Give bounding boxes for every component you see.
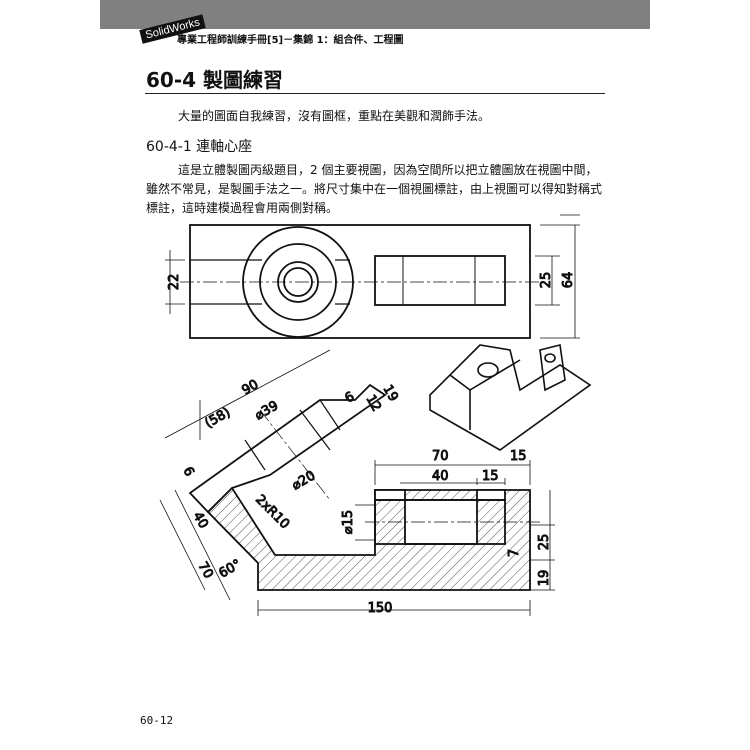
dim-12: 12 <box>363 393 384 415</box>
dim-40-front: 40 <box>432 469 449 484</box>
dim-25-front: 25 <box>537 534 552 551</box>
auxiliary-view <box>159 349 387 601</box>
dim-19: 19 <box>380 383 401 405</box>
dim-70: 70 <box>195 560 216 582</box>
dim-58: (58) <box>203 405 234 431</box>
title-rule <box>145 93 605 94</box>
section-title: 60-4 製圖練習 <box>146 68 284 92</box>
dim-19-front: 19 <box>537 570 552 587</box>
isometric-view <box>429 344 592 451</box>
dim-dia39: ⌀39 <box>253 398 282 423</box>
dim-dia20: ⌀20 <box>290 468 319 493</box>
dim-22: 22 <box>167 274 182 291</box>
dim-70-front: 70 <box>432 449 449 464</box>
dim-7: 7 <box>507 549 522 557</box>
section-intro: 大量的圖面自我練習，沒有圖框，重點在美觀和潤飾手法。 <box>178 109 491 123</box>
dim-150: 150 <box>368 601 393 616</box>
dim-dia15: ⌀15 <box>341 510 356 534</box>
dim-6-b: 6 <box>180 465 197 480</box>
dim-2xr10: 2xR10 <box>252 492 292 532</box>
dim-25: 25 <box>539 272 554 289</box>
subsection-paragraph: 這是立體製圖丙級題目，2 個主要視圖，因為空間所以把立體圖放在視圖中間，雖然不常… <box>146 163 603 215</box>
dim-15-front: 15 <box>482 469 499 484</box>
dim-64: 64 <box>561 272 576 289</box>
page-number: 60-12 <box>140 714 174 727</box>
top-view <box>165 214 580 339</box>
subsection-title: 60-4-1 連軸心座 <box>146 139 253 155</box>
running-title: 專業工程師訓練手冊[5]－集錦 1：組合件、工程圖 <box>177 35 404 46</box>
dim-60deg: 60° <box>217 557 244 582</box>
dim-90: 90 <box>240 377 262 398</box>
dim-6-a: 6 <box>343 389 358 406</box>
front-section-view <box>206 460 555 616</box>
dim-15-top: 15 <box>510 449 527 464</box>
